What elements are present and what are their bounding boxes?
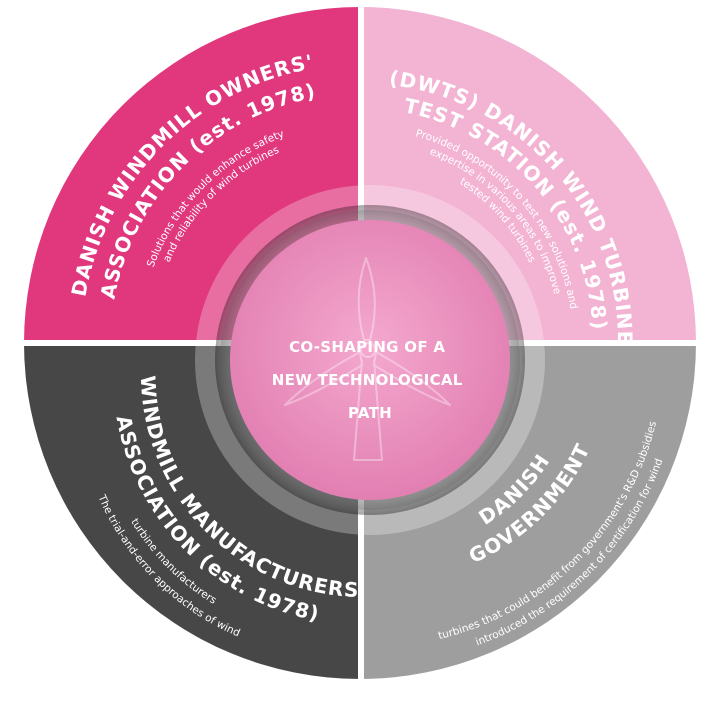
hub-title-line-2: NEW TECHNOLOGICAL	[272, 371, 463, 389]
inner-ring	[195, 185, 545, 535]
hub-title: CO-SHAPING OF A NEW TECHNOLOGICAL PATH	[272, 338, 468, 422]
wind-turbine-icon	[284, 257, 451, 461]
hub-title-line-1: CO-SHAPING OF A	[289, 338, 445, 356]
hub-circle	[230, 220, 510, 500]
hub-title-line-3: PATH	[348, 404, 392, 422]
